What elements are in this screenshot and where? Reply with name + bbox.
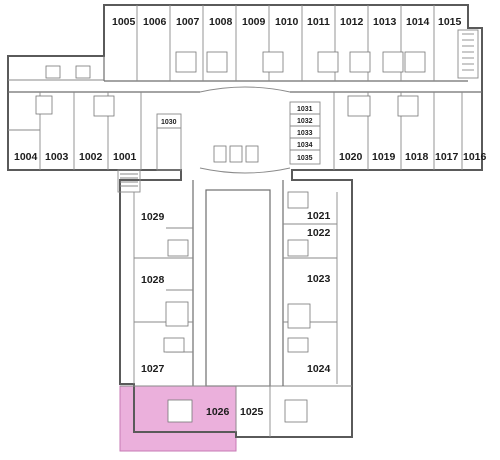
room-label-1029: 1029 <box>141 211 165 223</box>
room-label-1015: 1015 <box>438 16 462 28</box>
room-label-1013: 1013 <box>373 16 397 28</box>
room-label-1023: 1023 <box>307 273 331 285</box>
room-label-1011: 1011 <box>307 16 330 28</box>
room-label-1014: 1014 <box>406 16 430 28</box>
room-label-1028: 1028 <box>141 274 165 286</box>
room-label-1022: 1022 <box>307 227 331 239</box>
room-label-1005: 1005 <box>112 16 136 28</box>
room-label-1017: 1017 <box>435 151 459 163</box>
room-label-1003: 1003 <box>45 151 69 163</box>
room-label-1001: 1001 <box>113 151 137 163</box>
room-label-1012: 1012 <box>340 16 364 28</box>
room-label-1032: 1032 <box>297 118 313 125</box>
room-label-1030: 1030 <box>161 119 177 126</box>
room-label-1033: 1033 <box>297 130 313 137</box>
room-label-1008: 1008 <box>209 16 233 28</box>
room-label-1034: 1034 <box>297 142 313 149</box>
room-label-1021: 1021 <box>307 210 331 222</box>
room-label-1020: 1020 <box>339 151 363 163</box>
room-label-1010: 1010 <box>275 16 299 28</box>
south-block-walls <box>117 169 352 437</box>
room-label-1026: 1026 <box>206 406 230 418</box>
north-wing-fixtures <box>35 51 426 117</box>
room-label-1018: 1018 <box>405 151 429 163</box>
room-label-1007: 1007 <box>176 16 200 28</box>
room-label-1009: 1009 <box>242 16 266 28</box>
room-label-1016: 1016 <box>463 151 487 163</box>
room-label-1002: 1002 <box>79 151 103 163</box>
room-label-1006: 1006 <box>143 16 167 28</box>
room-label-1031: 1031 <box>297 106 313 113</box>
room-label-1035: 1035 <box>297 155 313 162</box>
north-wing-walls <box>7 4 483 438</box>
south-block-fixtures <box>163 191 311 423</box>
room-label-1024: 1024 <box>307 363 331 375</box>
room-label-1004: 1004 <box>14 151 38 163</box>
room-labels: 1005 1006 1007 1008 1009 1010 1011 1012 … <box>14 16 487 418</box>
room-label-1027: 1027 <box>141 363 165 375</box>
room-label-1019: 1019 <box>372 151 396 163</box>
room-label-1025: 1025 <box>240 406 264 418</box>
